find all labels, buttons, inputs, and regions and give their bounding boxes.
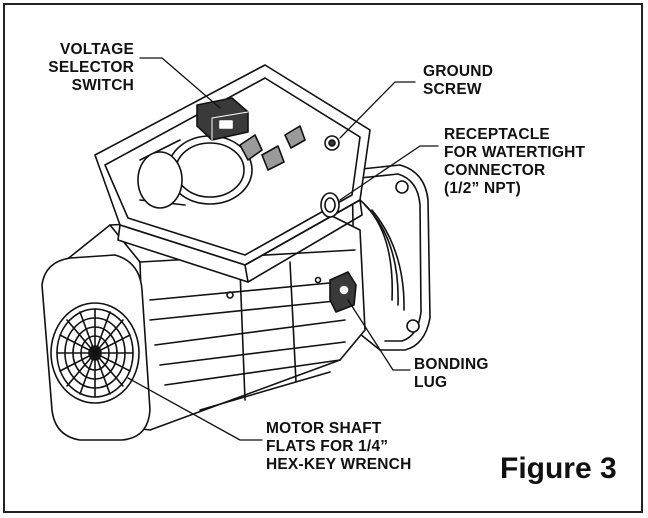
leader-lines — [127, 57, 439, 441]
label-ground-screw: GROUND SCREW — [423, 63, 494, 98]
mounting-flange — [351, 164, 431, 351]
label-motor-shaft: MOTOR SHAFT FLATS FOR 1/4” HEX-KEY WRENC… — [266, 420, 412, 473]
label-bonding-lug: BONDING LUG — [414, 356, 489, 391]
figure-caption: Figure 3 — [500, 452, 617, 485]
label-receptacle: RECEPTACLE FOR WATERTIGHT CONNECTOR (1/2… — [444, 126, 586, 197]
terminal-box — [94, 64, 371, 283]
label-voltage-selector-switch: VOLTAGE SELECTOR SWITCH — [48, 41, 134, 94]
voltage-selector-switch — [196, 97, 249, 141]
fan-end-cap — [41, 254, 151, 441]
